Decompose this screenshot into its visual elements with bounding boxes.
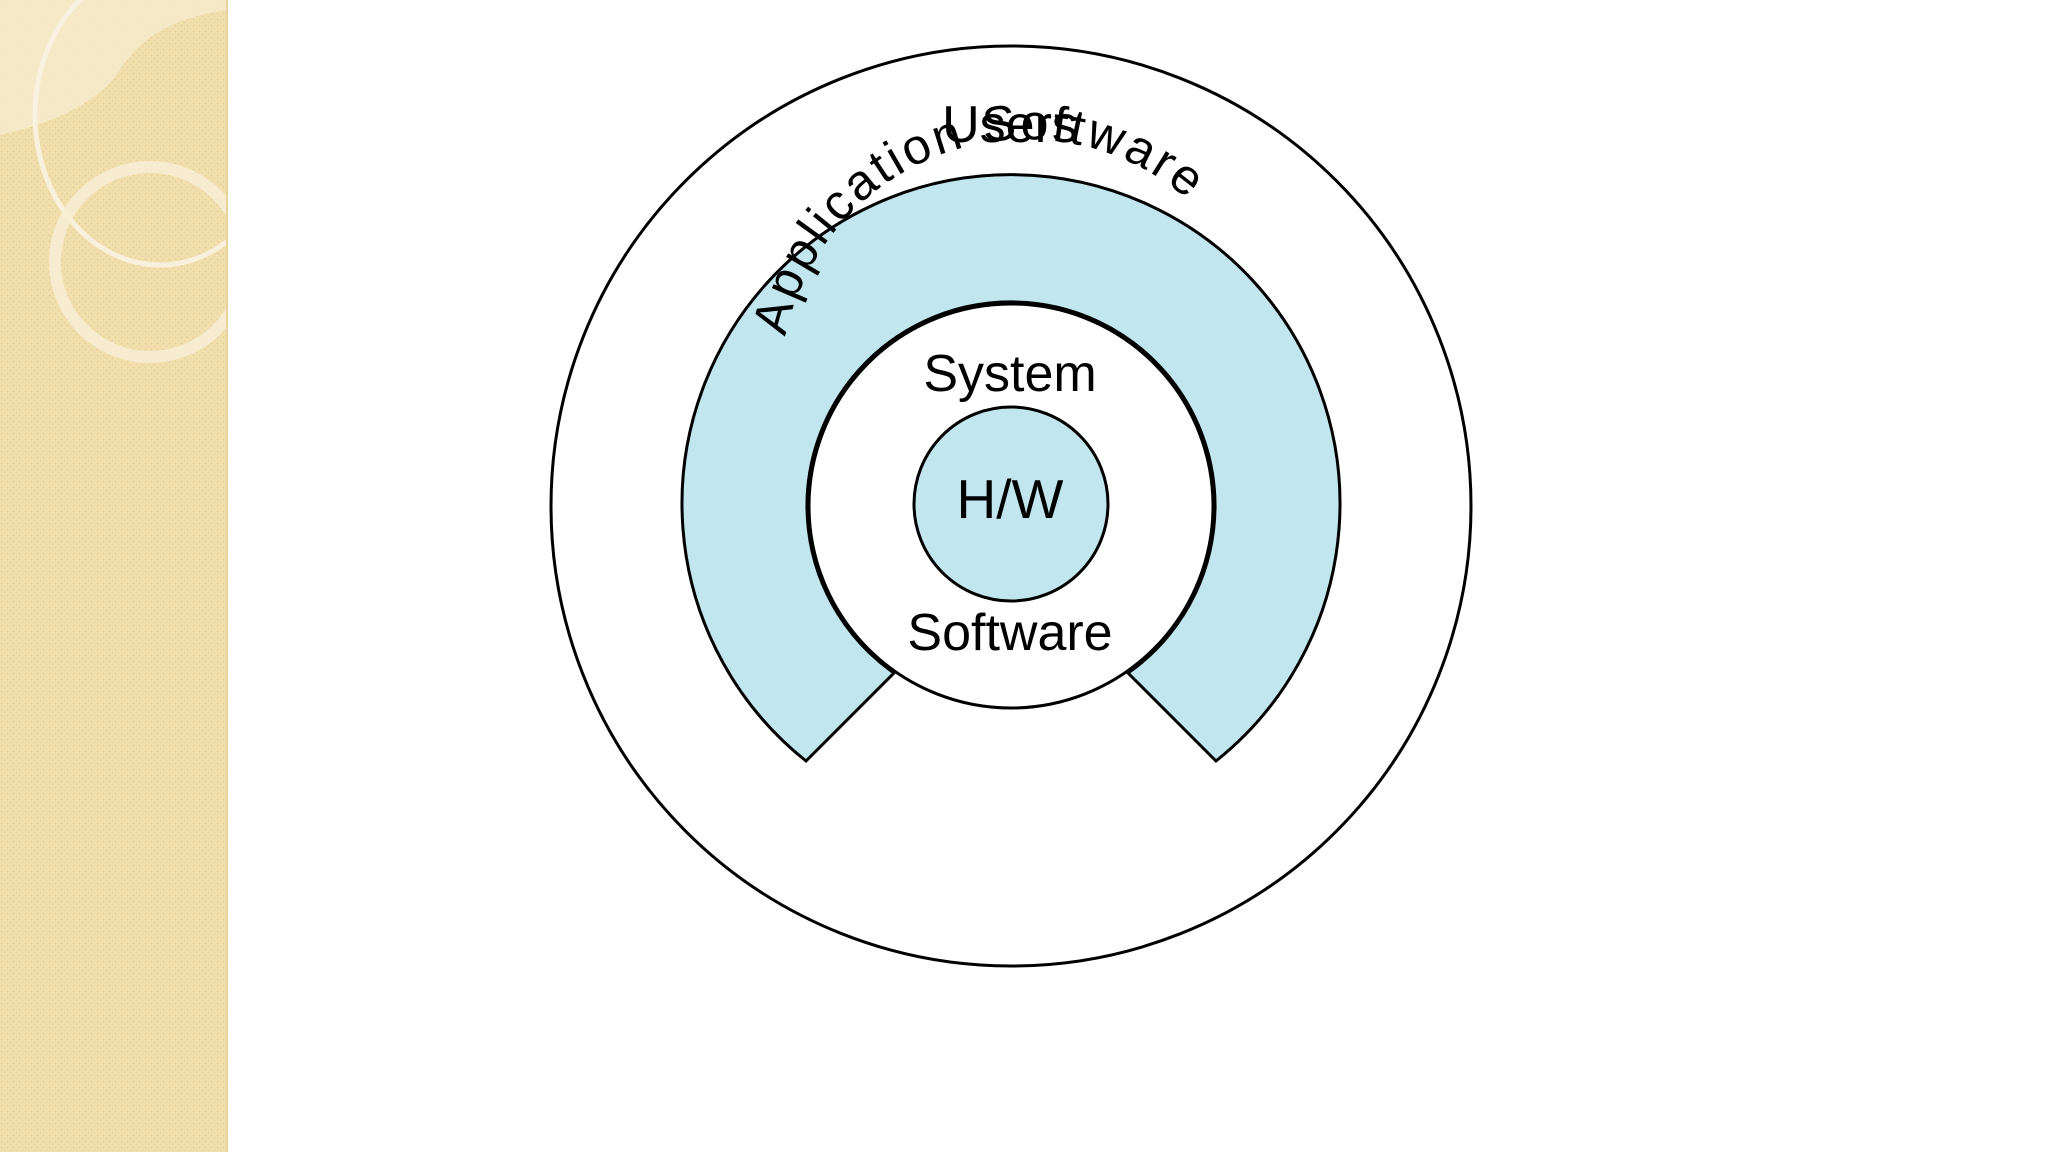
side-panel-texture	[0, 0, 228, 1152]
software-label: Software	[907, 604, 1112, 662]
users-label: Users	[942, 96, 1078, 154]
decorative-ring-small	[49, 161, 228, 363]
system-label: System	[923, 345, 1096, 403]
decorative-side-panel	[0, 0, 228, 1152]
hardware-core	[912, 405, 1110, 603]
decorative-ring-large	[32, 0, 228, 268]
application-software-ring	[680, 173, 1342, 764]
side-panel-graphic	[0, 0, 228, 1152]
hardware-label: H/W	[957, 468, 1064, 530]
